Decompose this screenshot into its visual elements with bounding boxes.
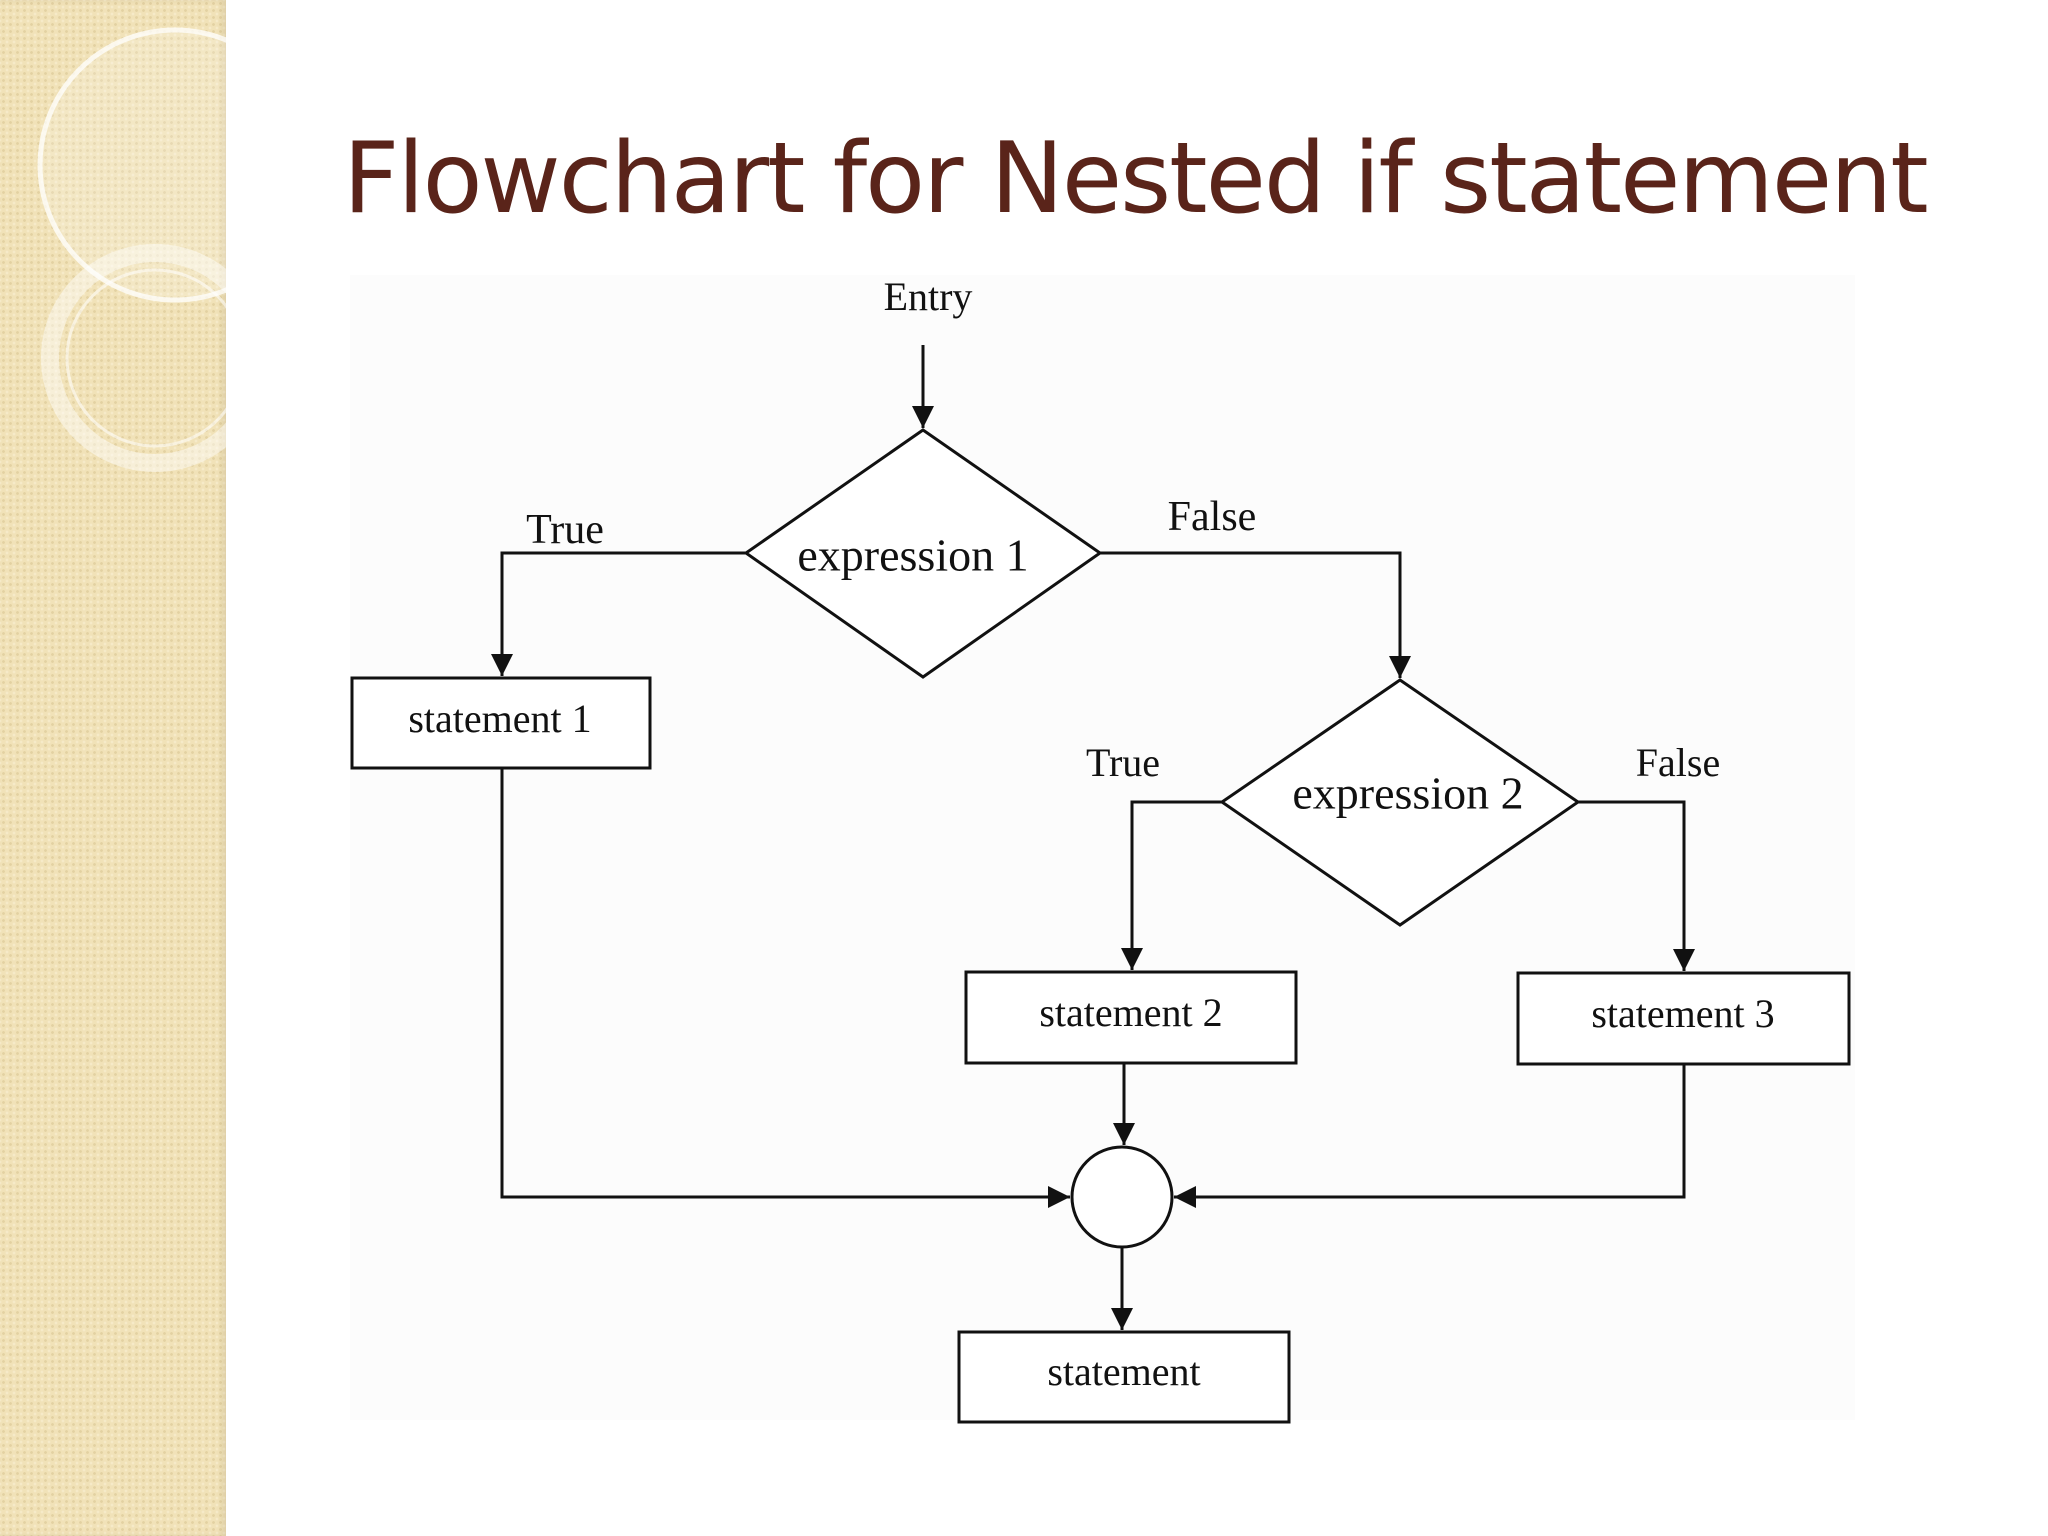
connector-circle bbox=[1070, 1145, 1174, 1249]
final-statement-label: statement bbox=[1047, 1349, 1200, 1394]
process-statement-final bbox=[957, 1330, 1291, 1424]
statement-3-to-connector-arrow bbox=[1174, 1064, 1686, 1208]
process-statement-3 bbox=[1516, 971, 1851, 1066]
false-branch-2-arrow bbox=[1578, 800, 1695, 971]
statement-2-label: statement 2 bbox=[1039, 990, 1222, 1035]
decorative-ring-inner bbox=[65, 268, 240, 448]
false-label-1: False bbox=[1168, 494, 1257, 540]
decorative-ring-large bbox=[37, 27, 240, 303]
statement-1-to-connector-arrow bbox=[500, 768, 1070, 1208]
expression-2-label: expression 2 bbox=[1292, 768, 1523, 819]
decision-expression-1 bbox=[743, 428, 1103, 679]
true-label-2: True bbox=[1086, 740, 1160, 785]
decision-expression-2 bbox=[1219, 678, 1581, 927]
decorative-side-panel bbox=[0, 0, 226, 1536]
decorative-rings bbox=[37, 27, 240, 472]
true-branch-1-arrow bbox=[491, 551, 746, 676]
statement-1-label: statement 1 bbox=[408, 696, 591, 741]
true-branch-2-arrow bbox=[1121, 800, 1222, 970]
decorative-ring-thick bbox=[41, 244, 240, 472]
false-branch-1-arrow bbox=[1100, 551, 1411, 678]
process-statement-2 bbox=[964, 970, 1298, 1065]
expression-1-label: expression 1 bbox=[797, 530, 1028, 581]
process-statement-1 bbox=[350, 676, 652, 770]
statement-3-label: statement 3 bbox=[1591, 991, 1774, 1036]
true-label-1: True bbox=[526, 507, 604, 553]
false-label-2: False bbox=[1636, 740, 1720, 785]
entry-label: Entry bbox=[884, 274, 973, 319]
slide-title: Flowchart for Nested if statement bbox=[343, 122, 1929, 236]
